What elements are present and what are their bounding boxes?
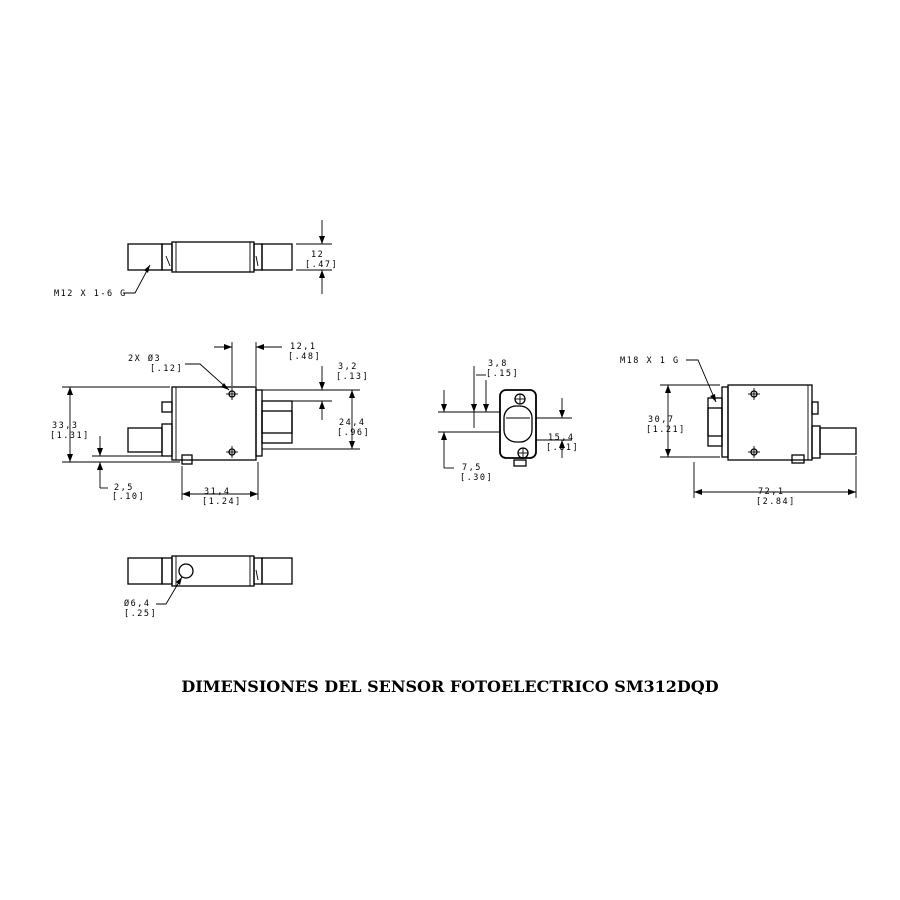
bottom-thread-right [261, 557, 293, 585]
dim-15-4-in: [.61] [546, 443, 579, 453]
m12-thread-left [127, 243, 163, 271]
thread-right [261, 243, 293, 271]
dim-6-4-in: [.25] [124, 609, 157, 619]
dim-31-4-in: [1.24] [202, 497, 242, 507]
dim-7-5-in: [.30] [460, 473, 493, 483]
bottom-view: Ø6,4 [.25] [124, 555, 293, 619]
dim-12-1-in: [.48] [288, 352, 321, 362]
dim-15-4: 15,4 [548, 433, 574, 443]
dim-3-2-in: [.13] [336, 372, 369, 382]
lens-thread-side [261, 400, 293, 444]
front-view: 3,8 [.15] 7,5 [.30] 15,4 [.61] [438, 359, 579, 483]
label-m12-thread: M12 X 1-6 G [54, 289, 127, 299]
side-view-left: 2X Ø3 [.12] 12,1 [.48] 3,2 [.13] 24,4 [.… [50, 342, 370, 507]
dim-3-2: 3,2 [338, 362, 358, 372]
dim-33-3: 33,3 [52, 421, 78, 431]
bottom-thread-left [127, 557, 163, 585]
dim-12-1: 12,1 [290, 342, 316, 352]
dim-3-8: 3,8 [488, 359, 508, 369]
dim-24-4-in: [.96] [337, 428, 370, 438]
m18-thread-right-view [707, 397, 723, 447]
right-body [727, 384, 813, 461]
label-m18-thread: M18 X 1 G [620, 356, 680, 366]
bottom-body [171, 555, 255, 587]
dim-24-4: 24,4 [339, 418, 365, 428]
dim-12: 12 [311, 250, 324, 260]
dim-30-7: 30,7 [648, 415, 674, 425]
drawing-title: DIMENSIONES DEL SENSOR FOTOELECTRICO SM3… [181, 677, 719, 696]
dim-72-1: 72,1 [758, 487, 784, 497]
dim-7-5: 7,5 [462, 463, 482, 473]
label-2x-hole-in: [.12] [150, 364, 183, 374]
m12-connector-side [127, 427, 163, 453]
dim-12-in: [.47] [305, 260, 338, 270]
side-body [171, 386, 257, 461]
front-body [499, 389, 537, 459]
side-view-right: M18 X 1 G 30,7 [1.21] 72,1 [2.84] [620, 356, 857, 507]
m12-connector-right [819, 427, 857, 455]
label-2x-hole: 2X Ø3 [128, 353, 161, 364]
dim-33-3-in: [1.31] [50, 431, 90, 441]
dim-6-4: Ø6,4 [124, 598, 150, 609]
dim-30-7-in: [1.21] [646, 425, 686, 435]
dim-31-4: 31,4 [204, 487, 230, 497]
dim-2-5: 2,5 [114, 483, 134, 493]
dim-3-8-in: [.15] [486, 369, 519, 379]
through-hole [178, 563, 194, 579]
top-view: 12 [.47] M12 X 1-6 G [54, 220, 338, 299]
dim-72-1-in: [2.84] [756, 497, 796, 507]
top-body [171, 241, 255, 273]
dim-2-5-in: [.10] [112, 492, 145, 502]
lens-window [503, 405, 533, 443]
